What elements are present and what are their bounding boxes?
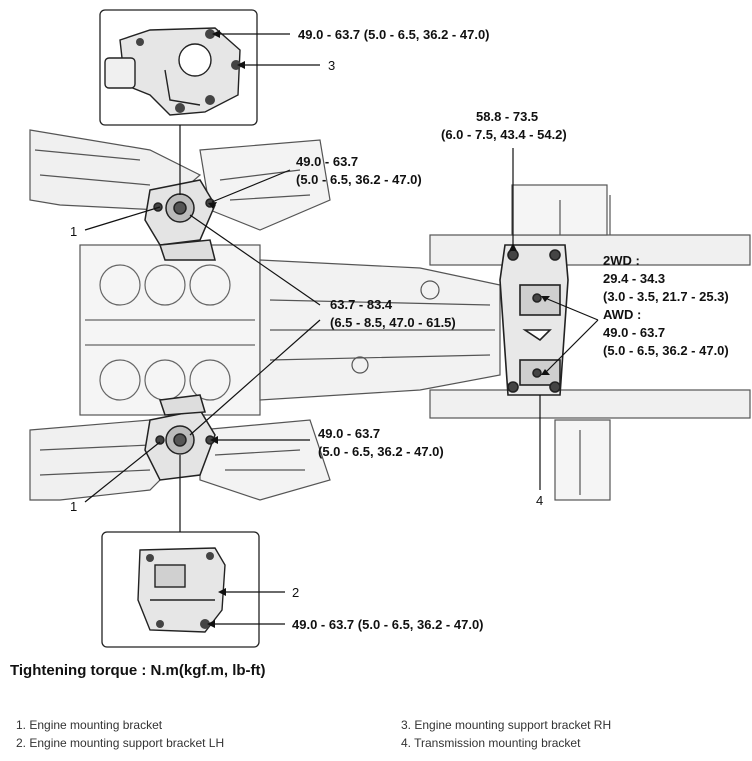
legend-item-engine-mounting-bracket: 1. Engine mounting bracket	[16, 718, 163, 732]
torque-bracket-rh: 49.0 - 63.7 (5.0 - 6.5, 36.2 - 47.0)	[298, 27, 490, 42]
torque-transmission-side-awd-value: 49.0 - 63.7	[603, 325, 665, 340]
legend-item-support-bracket-lh: 2. Engine mounting support bracket LH	[16, 736, 225, 750]
legend-item-support-bracket-rh: 3. Engine mounting support bracket RH	[401, 718, 612, 732]
callout-1-bottom: 1	[70, 499, 77, 514]
legend-left: 1. Engine mounting bracket 2. Engine mou…	[16, 716, 224, 752]
torque-transmission-side-awd: AWD :	[603, 307, 641, 322]
tightening-torque-caption: Tightening torque : N.m(kgf.m, lb-ft)	[10, 662, 266, 679]
bracket-lh-detail-box	[101, 531, 260, 648]
torque-lower-mount-line1: 49.0 - 63.7	[318, 426, 380, 441]
torque-transmission-side-2wd: 2WD :	[603, 253, 640, 268]
engine-mounting-bracket-lower	[144, 394, 216, 481]
callout-4: 4	[536, 493, 543, 508]
bracket-rh-detail-box	[99, 9, 258, 126]
torque-upper-mount-line2: (5.0 - 6.5, 36.2 - 47.0)	[296, 172, 422, 187]
engine-mounting-bracket-upper	[144, 179, 216, 261]
callout-2: 2	[292, 585, 299, 600]
legend-right: 3. Engine mounting support bracket RH 4.…	[401, 716, 611, 752]
torque-transmission-side-2wd-units: (3.0 - 3.5, 21.7 - 25.3)	[603, 289, 729, 304]
arrowheads	[207, 30, 550, 628]
torque-center-line1: 63.7 - 83.4	[330, 297, 393, 312]
torque-upper-mount-line1: 49.0 - 63.7	[296, 154, 358, 169]
callout-1-top: 1	[70, 224, 77, 239]
torque-transmission-top-line2: (6.0 - 7.5, 43.4 - 54.2)	[441, 127, 567, 142]
callout-3: 3	[328, 58, 335, 73]
torque-center-line2: (6.5 - 8.5, 47.0 - 61.5)	[330, 315, 456, 330]
torque-transmission-top-line1: 58.8 - 73.5	[476, 109, 538, 124]
torque-transmission-side-awd-units: (5.0 - 6.5, 36.2 - 47.0)	[603, 343, 729, 358]
leader-lines	[84, 33, 599, 625]
engine-mount-diagram: 49.0 - 63.7 (5.0 - 6.5, 36.2 - 47.0) 3 4…	[29, 9, 751, 648]
torque-lower-mount-line2: (5.0 - 6.5, 36.2 - 47.0)	[318, 444, 444, 459]
torque-bracket-lh: 49.0 - 63.7 (5.0 - 6.5, 36.2 - 47.0)	[292, 617, 484, 632]
legend-item-transmission-mounting-bracket: 4. Transmission mounting bracket	[401, 736, 581, 750]
transmission-mounting-bracket	[499, 244, 569, 396]
torque-transmission-side-2wd-value: 29.4 - 34.3	[603, 271, 665, 286]
